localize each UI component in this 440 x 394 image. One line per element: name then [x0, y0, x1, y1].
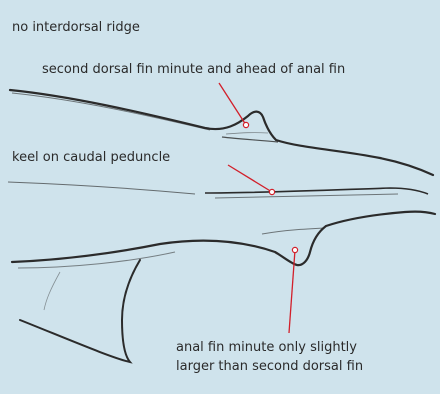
second-dorsal-fin-base [222, 137, 278, 142]
pelvic-fin-inner-sketch [44, 272, 60, 310]
pointer-keel-dot [269, 189, 274, 194]
keel-line-right [205, 188, 428, 194]
no-interdorsal-ridge-label: no interdorsal ridge [12, 20, 140, 36]
ventral-body-outline [12, 212, 435, 266]
anal-fin-base [262, 228, 325, 234]
pointer-keel [228, 165, 272, 192]
anal-fin-label-line2: larger than second dorsal fin [176, 359, 363, 375]
dorsal-body-outline-sketch [12, 93, 210, 130]
anal-fin-label-line1: anal fin minute only slightly [176, 340, 357, 356]
pointer-second-dorsal-dot [243, 122, 248, 127]
keel-line-left [8, 182, 195, 194]
pelvic-fin-outline [20, 260, 140, 362]
pointer-second-dorsal [219, 83, 246, 125]
keel-label: keel on caudal peduncle [12, 150, 170, 166]
second-dorsal-fin-label: second dorsal fin minute and ahead of an… [42, 62, 345, 78]
keel-line-right-2 [215, 194, 398, 198]
pointer-anal-fin-dot [292, 247, 297, 252]
second-dorsal-fin-base-inner [226, 133, 268, 134]
